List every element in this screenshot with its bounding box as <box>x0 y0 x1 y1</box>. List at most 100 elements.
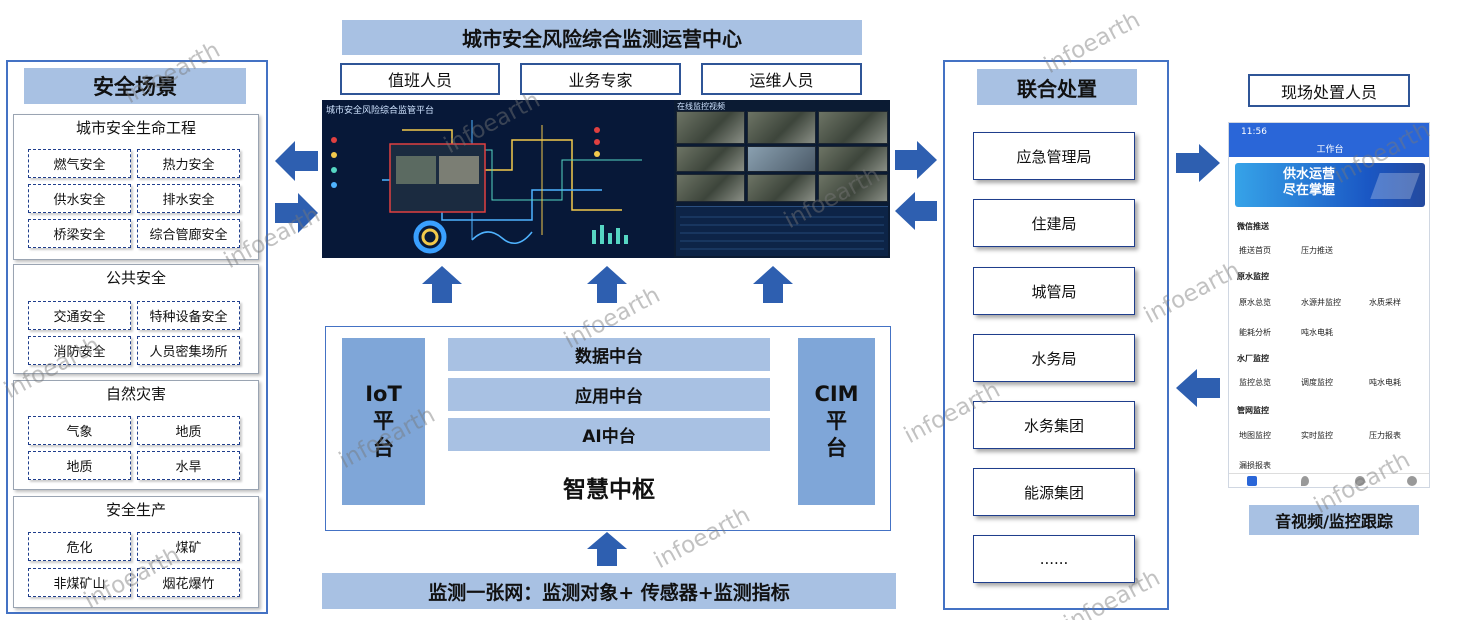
phone-item[interactable]: 能耗分析 <box>1239 328 1271 337</box>
iot-platform-label: IoT 平 台 <box>365 382 402 460</box>
scene-item-special-equipment: 特种设备安全 <box>137 301 240 330</box>
center-title: 城市安全风险综合监测运营中心 <box>342 20 862 55</box>
phone-section-title: 原水监控 <box>1237 272 1269 281</box>
data-middle-platform: 数据中台 <box>448 338 770 371</box>
video-wall-title: 在线监控视频 <box>677 102 725 111</box>
phone-item[interactable]: 吨水电耗 <box>1301 328 1333 337</box>
scene-group-title: 自然灾害 <box>105 385 166 403</box>
agency-list: 应急管理局 住建局 城管局 水务局 水务集团 能源集团 ...... <box>943 0 1169 620</box>
field-caption: 音视频/监控跟踪 <box>1249 505 1419 535</box>
phone-banner-text: 供水运营 尽在掌握 <box>1283 167 1336 198</box>
home-icon[interactable] <box>1247 476 1257 486</box>
phone-header: 工作台 <box>1316 145 1344 155</box>
scene-item-bridge: 桥梁安全 <box>28 219 131 248</box>
scene-item-fire: 消防安全 <box>28 336 131 365</box>
monitoring-network: 监测一张网：监测对象+ 传感器+监测指标 <box>322 573 896 609</box>
scene-group-title: 城市安全生命工程 <box>75 119 196 137</box>
right-arrow-icon <box>275 193 318 233</box>
scene-group-production: 安全生产 危化 煤矿 非煤矿山 烟花爆竹 <box>13 496 259 608</box>
scene-item-geology: 地质 <box>137 416 240 445</box>
agency-emergency: 应急管理局 <box>973 132 1135 180</box>
phone-item[interactable]: 压力报表 <box>1369 431 1401 440</box>
hub-caption: 智慧中枢 <box>563 477 655 503</box>
phone-time: 11:56 <box>1241 127 1267 137</box>
app-middle-platform: 应用中台 <box>448 378 770 411</box>
scene-group-lifeline: 城市安全生命工程 燃气安全 热力安全 供水安全 排水安全 桥梁安全 综合管廊安全 <box>13 114 259 260</box>
phone-section-title: 管网监控 <box>1237 406 1269 415</box>
settings-icon[interactable] <box>1407 476 1417 486</box>
scene-item-non-coal-mine: 非煤矿山 <box>28 568 131 597</box>
phone-item[interactable]: 监控总览 <box>1239 378 1271 387</box>
cim-platform-label: CIM 平 台 <box>814 382 859 460</box>
right-arrow-icon <box>895 141 937 179</box>
scene-item-geology-2: 地质 <box>28 451 131 480</box>
scene-item-coal-mine: 煤矿 <box>137 532 240 561</box>
role-ops-staff: 运维人员 <box>701 63 862 95</box>
scene-item-flood-drought: 水旱 <box>137 451 240 480</box>
iot-platform: IoT 平 台 <box>342 338 425 505</box>
scene-item-hazchem: 危化 <box>28 532 131 561</box>
location-icon[interactable] <box>1301 476 1309 486</box>
scene-group-title: 安全生产 <box>105 501 166 519</box>
dashboard-title: 城市安全风险综合监管平台 <box>326 106 435 116</box>
phone-section-wechat: 微信推送 推送首页 压力推送 <box>1229 221 1429 255</box>
phone-item[interactable]: 调度监控 <box>1301 378 1333 387</box>
right-arrow-icon <box>1176 144 1220 182</box>
phone-section-title: 微信推送 <box>1237 222 1269 231</box>
joint-title: 联合处置 <box>977 69 1137 105</box>
phone-section-raw-water: 原水监控 原水总览 水源井监控 水质采样 能耗分析 吨水电耗 <box>1229 271 1429 337</box>
role-duty-staff: 值班人员 <box>340 63 500 95</box>
agency-water-group: 水务集团 <box>973 401 1135 449</box>
agency-more: ...... <box>973 535 1135 583</box>
left-arrow-icon <box>895 192 937 230</box>
up-arrow-icon <box>587 532 627 566</box>
phone-item[interactable]: 地图监控 <box>1239 431 1271 440</box>
dashboard-map-lines <box>331 120 642 254</box>
phone-item[interactable]: 漏损报表 <box>1239 461 1271 470</box>
scene-item-fireworks: 烟花爆竹 <box>137 568 240 597</box>
scene-item-pipe-gallery: 综合管廊安全 <box>137 219 240 248</box>
scene-group-title: 公共安全 <box>105 269 166 287</box>
video-wall-screenshot: 在线监控视频 <box>674 100 890 258</box>
cim-platform: CIM 平 台 <box>798 338 875 505</box>
scene-group-public: 公共安全 交通安全 特种设备安全 消防安全 人员密集场所 <box>13 264 259 374</box>
agency-urban-management: 城管局 <box>973 267 1135 315</box>
scene-item-weather: 气象 <box>28 416 131 445</box>
dashboard-screenshot: 城市安全风险综合监管平台 <box>322 100 674 258</box>
scene-item-heat: 热力安全 <box>137 149 240 178</box>
scene-item-water-supply: 供水安全 <box>28 184 131 213</box>
scene-item-crowd: 人员密集场所 <box>137 336 240 365</box>
profile-icon[interactable] <box>1355 476 1365 486</box>
up-arrow-icon <box>422 266 462 303</box>
phone-section-plant: 水厂监控 监控总览 调度监控 吨水电耗 <box>1229 353 1429 387</box>
phone-status-bar: 11:56 工作台 <box>1229 123 1429 157</box>
phone-item[interactable]: 吨水电耗 <box>1369 378 1401 387</box>
ai-middle-platform: AI中台 <box>448 418 770 451</box>
phone-banner: 供水运营 尽在掌握 <box>1235 163 1425 207</box>
phone-section-network: 管网监控 地图监控 实时监控 压力报表 漏损报表 <box>1229 405 1429 470</box>
left-arrow-icon <box>1176 369 1220 407</box>
left-arrow-icon <box>275 141 318 181</box>
scenes-title: 安全场景 <box>24 68 246 104</box>
phone-item[interactable]: 原水总览 <box>1239 298 1271 307</box>
phone-item[interactable]: 推送首页 <box>1239 246 1271 255</box>
scene-item-drainage: 排水安全 <box>137 184 240 213</box>
phone-item[interactable]: 实时监控 <box>1301 431 1333 440</box>
scene-item-gas: 燃气安全 <box>28 149 131 178</box>
phone-item[interactable]: 水源井监控 <box>1301 298 1341 307</box>
phone-item[interactable]: 压力推送 <box>1301 246 1333 255</box>
agency-energy-group: 能源集团 <box>973 468 1135 516</box>
phone-section-title: 水厂监控 <box>1237 354 1269 363</box>
phone-item[interactable]: 水质采样 <box>1369 298 1401 307</box>
field-title: 现场处置人员 <box>1248 74 1410 107</box>
scene-item-traffic: 交通安全 <box>28 301 131 330</box>
role-expert: 业务专家 <box>520 63 681 95</box>
up-arrow-icon <box>753 266 793 303</box>
up-arrow-icon <box>587 266 627 303</box>
phone-screenshot: 11:56 工作台 供水运营 尽在掌握 微信推送 推送首页 压力推送 原水监控 … <box>1228 122 1430 488</box>
agency-water-bureau: 水务局 <box>973 334 1135 382</box>
agency-housing: 住建局 <box>973 199 1135 247</box>
phone-tab-bar <box>1229 473 1429 487</box>
scene-group-disaster: 自然灾害 气象 地质 地质 水旱 <box>13 380 259 490</box>
